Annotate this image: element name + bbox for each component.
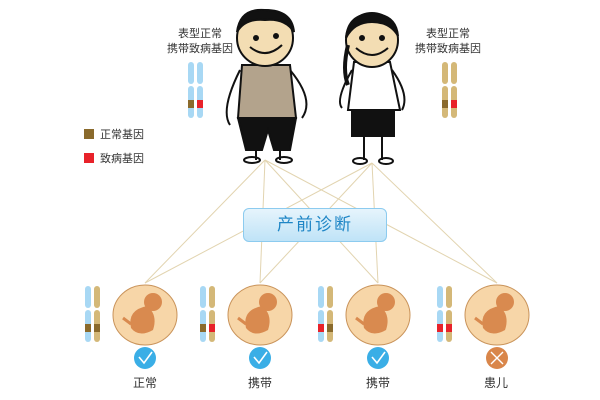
fetus-father-chromosome — [318, 286, 324, 342]
cross-icon — [486, 347, 508, 369]
father-caption: 表型正常携带致病基因 — [160, 26, 240, 56]
father-caption-line1: 表型正常 — [178, 27, 222, 40]
mother-figure — [339, 12, 406, 165]
fetus-label: 携带 — [247, 376, 272, 390]
normal-gene-swatch — [84, 129, 94, 139]
fetus-mother-chromosome — [209, 286, 215, 342]
fetus-father-chromosome — [85, 286, 91, 342]
legend-normal-gene: 正常基因 — [84, 126, 144, 142]
fetus-father-chromosome — [437, 286, 443, 342]
inheritance-line — [371, 162, 498, 284]
legend-label: 正常基因 — [100, 128, 144, 141]
fetus-mother-chromosome — [446, 286, 452, 342]
fetus-icon — [112, 284, 178, 346]
mother-caption: 表型正常携带致病基因 — [408, 26, 488, 56]
fetus-label: 携带 — [365, 376, 390, 390]
father-chromosome — [197, 62, 203, 118]
mother-chromosome — [442, 62, 448, 118]
prenatal-diagnosis-box: 产前诊断 — [243, 208, 387, 242]
fetus-icon — [345, 284, 411, 346]
fetus-mother-chromosome — [94, 286, 100, 342]
legend-label: 致病基因 — [100, 152, 144, 165]
fetus-label: 正常 — [132, 376, 157, 390]
fetus-mother-chromosome — [327, 286, 333, 342]
check-icon — [249, 347, 271, 369]
father-chromosome — [188, 62, 194, 118]
father-figure — [225, 8, 308, 164]
fetus-icon — [464, 284, 530, 346]
fetus-father-chromosome — [200, 286, 206, 342]
inheritance-line — [144, 159, 266, 284]
father-caption-line2: 携带致病基因 — [167, 42, 233, 55]
check-icon — [134, 347, 156, 369]
mother-caption-line1: 表型正常 — [426, 27, 470, 40]
check-icon — [367, 347, 389, 369]
mother-caption-line2: 携带致病基因 — [415, 42, 481, 55]
disease-gene-swatch — [84, 153, 94, 163]
mother-chromosome — [451, 62, 457, 118]
fetus-label: 患儿 — [483, 376, 508, 390]
legend-disease-gene: 致病基因 — [84, 150, 144, 166]
fetus-icon — [227, 284, 293, 346]
